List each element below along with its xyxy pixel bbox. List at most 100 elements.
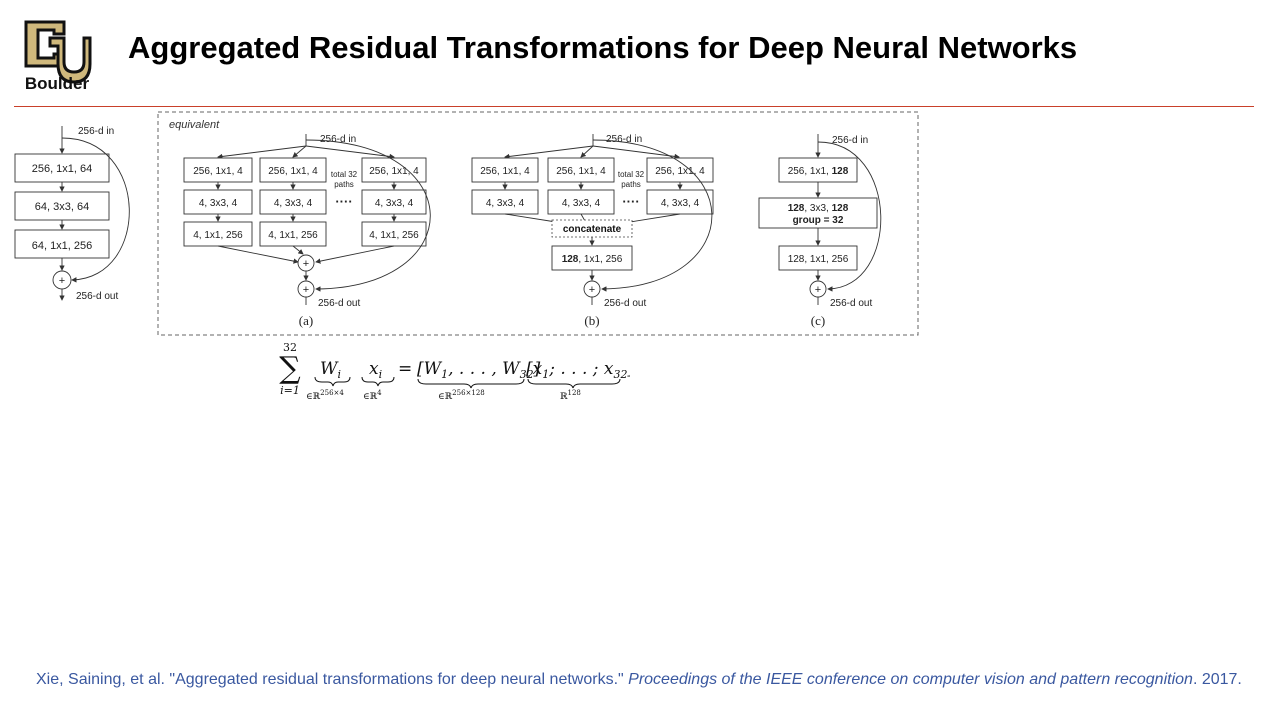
- panel-c: 256-d in 256, 1x1, 128 128, 3x3, 128 gro…: [758, 134, 882, 328]
- vector-underbrace: [527, 378, 621, 389]
- vector-under-set: ℝ: [560, 392, 568, 402]
- c-out-label: 256-d out: [830, 298, 872, 309]
- b-total-paths-2: paths: [621, 180, 641, 189]
- a-in-label: 256-d in: [320, 134, 356, 145]
- x-term: xi: [369, 359, 382, 381]
- a-p2-layer-2-label: 4, 3x3, 4: [274, 198, 313, 209]
- a-total-paths-1: total 32: [331, 170, 358, 179]
- x-symbol: x: [369, 359, 379, 379]
- left-layer-2: [14, 191, 110, 221]
- left-in-label: 256-d in: [78, 126, 114, 137]
- left-layer-1: [14, 153, 110, 183]
- slide-title: Aggregated Residual Transformations for …: [128, 30, 1078, 65]
- vector-middle: ; . . . ; x: [548, 359, 614, 379]
- w-subscript: i: [337, 368, 341, 381]
- c-caption: (c): [811, 313, 825, 328]
- vector-sub-1: 1: [542, 368, 549, 381]
- matrix-under-label: ∈ℝ256×128: [438, 389, 485, 402]
- a-caption: (a): [299, 313, 313, 328]
- vector-term: [x1; . . . ; x32]: [526, 359, 630, 381]
- left-layer-1-label: 256, 1x1, 64: [32, 163, 93, 175]
- resnet-block: 256-d in 256, 1x1, 64 64, 3x3, 64 64, 1x…: [14, 126, 130, 302]
- b-dots: ····: [622, 194, 639, 209]
- b-p2-layer-2-label: 4, 3x3, 4: [562, 198, 601, 209]
- a-p1-layer-3-label: 4, 1x1, 256: [193, 230, 243, 241]
- b-p2-layer-2: [547, 189, 615, 215]
- c-layer-2-bold-b: 128: [832, 203, 849, 214]
- w-under-sup: 256×4: [320, 389, 344, 397]
- matrix-under-sup: 256×128: [452, 389, 485, 397]
- matrix-middle: , . . . , W: [448, 359, 521, 379]
- matrix-sub-1: 1: [441, 368, 448, 381]
- c-layer-1-prefix: 256, 1x1,: [788, 166, 832, 177]
- b-p1-layer-1-label: 256, 1x1, 4: [480, 166, 530, 177]
- b-final-bold: 128: [562, 254, 579, 265]
- title-divider: [14, 106, 1254, 107]
- b-p2-layer-1-label: 256, 1x1, 4: [556, 166, 606, 177]
- a-p3-layer-3: [361, 221, 427, 247]
- b-concatenate-label: concatenate: [563, 224, 622, 235]
- a-dots: ····: [335, 194, 352, 209]
- a-p2-layer-3-label: 4, 1x1, 256: [268, 230, 318, 241]
- vector-open: [x: [526, 359, 543, 379]
- c-layer-3-label: 128, 1x1, 256: [788, 254, 849, 265]
- citation-venue: Proceedings of the IEEE conference on co…: [628, 671, 1193, 688]
- c-layer-2-mid: , 3x3,: [804, 203, 831, 214]
- c-layer-1-label: 256, 1x1, 128: [788, 166, 849, 177]
- equals-sign: =: [398, 359, 412, 379]
- x-under-set: ∈ℝ: [363, 392, 378, 402]
- left-layer-2-label: 64, 3x3, 64: [35, 201, 89, 213]
- w-under-set: ∈ℝ: [306, 392, 321, 402]
- x-subscript: i: [379, 368, 383, 381]
- b-p3-layer-2-label: 4, 3x3, 4: [661, 198, 700, 209]
- b-total-paths-1: total 32: [618, 170, 645, 179]
- a-p2-layer-2: [259, 189, 327, 215]
- matrix-underbrace: [417, 378, 525, 389]
- b-p1-layer-2-label: 4, 3x3, 4: [486, 198, 525, 209]
- citation-tail: . 2017.: [1192, 671, 1242, 688]
- b-sum-plus: +: [589, 284, 595, 296]
- logo-text: Boulder: [24, 74, 90, 93]
- sum-sign: ∑: [279, 351, 301, 386]
- w-symbol: W: [320, 359, 339, 379]
- c-layer-2-group: group = 32: [793, 215, 844, 226]
- b-in-label: 256-d in: [606, 134, 642, 145]
- x-under-sup: 4: [377, 389, 382, 397]
- b-final-rest: , 1x1, 256: [578, 254, 622, 265]
- sum-upper-limit: 32: [283, 341, 297, 354]
- sum-lower-limit: i=1: [280, 384, 300, 397]
- matrix-open: [W: [417, 359, 443, 379]
- resnext-block-figure: 256-d in 256, 1x1, 64 64, 3x3, 64 64, 1x…: [14, 111, 919, 336]
- left-sum-plus: +: [59, 275, 65, 287]
- a-out-label: 256-d out: [318, 298, 360, 309]
- left-layer-3-label: 64, 1x1, 256: [32, 240, 93, 252]
- citation-plain: Xie, Saining, et al. "Aggregated residua…: [36, 671, 629, 688]
- c-layer-2-bold-a: 128: [788, 203, 805, 214]
- matrix-under-set: ∈ℝ: [438, 392, 453, 402]
- cu-logo-icon: [24, 20, 92, 84]
- c-in-label: 256-d in: [832, 135, 868, 146]
- a-p3-layer-2: [361, 189, 427, 215]
- a-p1-layer-1: [183, 157, 253, 183]
- aggregation-equation: 32 ∑ i=1 Wi ∈ℝ256×4 xi ∈ℝ4 = [W1, . . . …: [279, 341, 630, 402]
- a-p3-layer-3-label: 4, 1x1, 256: [369, 230, 419, 241]
- matrix-close: ]: [533, 359, 541, 379]
- w-underbrace: [314, 376, 351, 387]
- citation: Xie, Saining, et al. "Aggregated residua…: [36, 670, 1256, 690]
- b-p1-layer-1: [471, 157, 539, 183]
- vector-under-label: ℝ128: [560, 389, 581, 402]
- vector-close: ]: [627, 359, 630, 379]
- b-p3-layer-1-label: 256, 1x1, 4: [655, 166, 705, 177]
- x-underbrace: [361, 376, 395, 387]
- a-sum-plus: +: [303, 284, 309, 296]
- c-layer-2: [758, 197, 878, 229]
- panel-b: 256-d in 256, 1x1, 4 4, 3x3, 4 256, 1x1,…: [471, 134, 714, 328]
- a-aggregate-plus: +: [303, 258, 309, 270]
- matrix-term: [W1, . . . , W32]: [417, 359, 541, 381]
- b-final-layer: [551, 245, 633, 271]
- a-p1-layer-2-label: 4, 3x3, 4: [199, 198, 238, 209]
- equivalent-frame: [157, 111, 919, 336]
- b-p1-layer-2: [471, 189, 539, 215]
- matrix-sub-2: 32: [520, 368, 534, 381]
- equivalent-label: equivalent: [169, 119, 220, 131]
